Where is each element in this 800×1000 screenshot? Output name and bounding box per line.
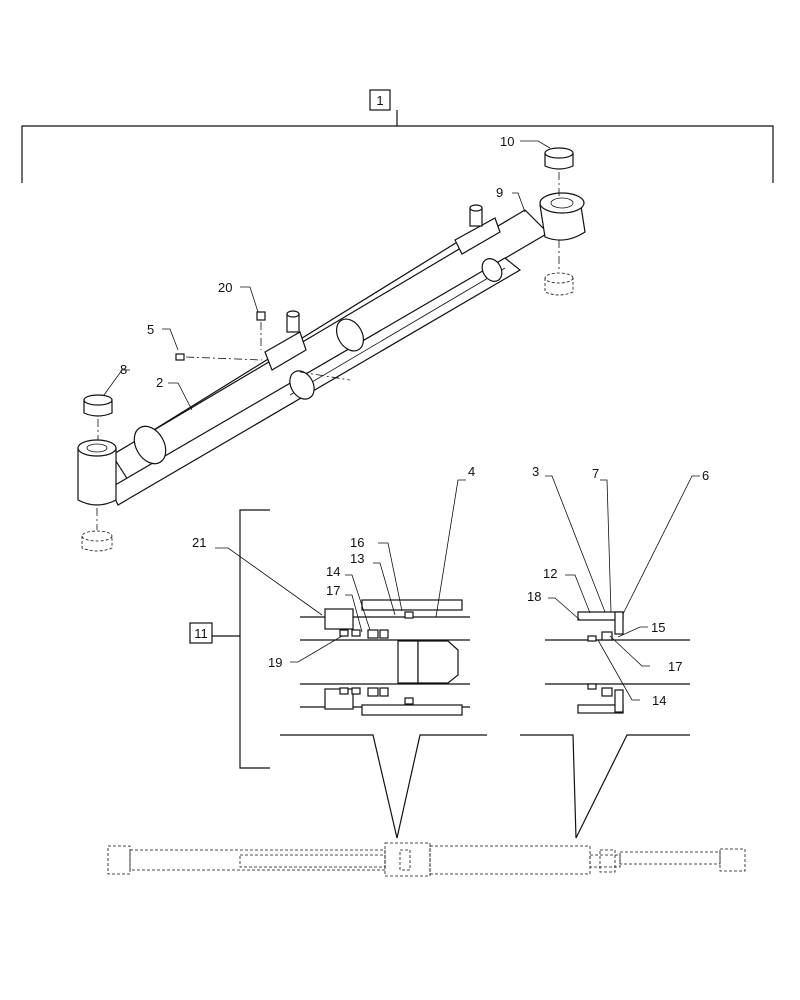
leader-lines — [103, 140, 700, 701]
callout-11[interactable]: 11 — [194, 626, 208, 641]
callout-5[interactable]: 5 — [147, 322, 154, 337]
bushing-ghost-left — [81, 508, 113, 552]
bushing-top-right[interactable] — [544, 147, 574, 196]
bushing-ghost-right — [544, 240, 574, 296]
callout-21[interactable]: 21 — [192, 535, 206, 550]
assembly-bracket — [21, 89, 774, 183]
callout-19[interactable]: 19 — [268, 655, 282, 670]
callout-1[interactable]: 1 — [376, 93, 383, 108]
bushing-top-left[interactable] — [83, 394, 113, 440]
callout-17-left[interactable]: 17 — [326, 583, 340, 598]
grease-fitting-5[interactable] — [175, 353, 263, 361]
bracket-11 — [189, 509, 270, 769]
full-cylinder-outline — [107, 842, 746, 877]
callout-13[interactable]: 13 — [350, 551, 364, 566]
callout-14-right[interactable]: 14 — [652, 693, 666, 708]
callout-17-right[interactable]: 17 — [668, 659, 682, 674]
section-view-gland — [545, 611, 690, 714]
callout-15[interactable]: 15 — [651, 620, 665, 635]
callout-3[interactable]: 3 — [532, 464, 539, 479]
callout-12[interactable]: 12 — [543, 566, 557, 581]
callout-6[interactable]: 6 — [702, 468, 709, 483]
callout-10[interactable]: 10 — [500, 134, 514, 149]
cylinder-assembly — [77, 192, 586, 506]
callout-4[interactable]: 4 — [468, 464, 475, 479]
callout-16[interactable]: 16 — [350, 535, 364, 550]
callout-8[interactable]: 8 — [120, 362, 127, 377]
callout-9[interactable]: 9 — [496, 185, 503, 200]
callout-2[interactable]: 2 — [156, 375, 163, 390]
grease-fitting-20[interactable] — [256, 311, 266, 350]
callout-18[interactable]: 18 — [527, 589, 541, 604]
section-view-piston — [300, 599, 470, 716]
callout-20[interactable]: 20 — [218, 280, 232, 295]
detail-funnels — [280, 734, 690, 839]
callout-14-left[interactable]: 14 — [326, 564, 340, 579]
callout-7[interactable]: 7 — [592, 466, 599, 481]
